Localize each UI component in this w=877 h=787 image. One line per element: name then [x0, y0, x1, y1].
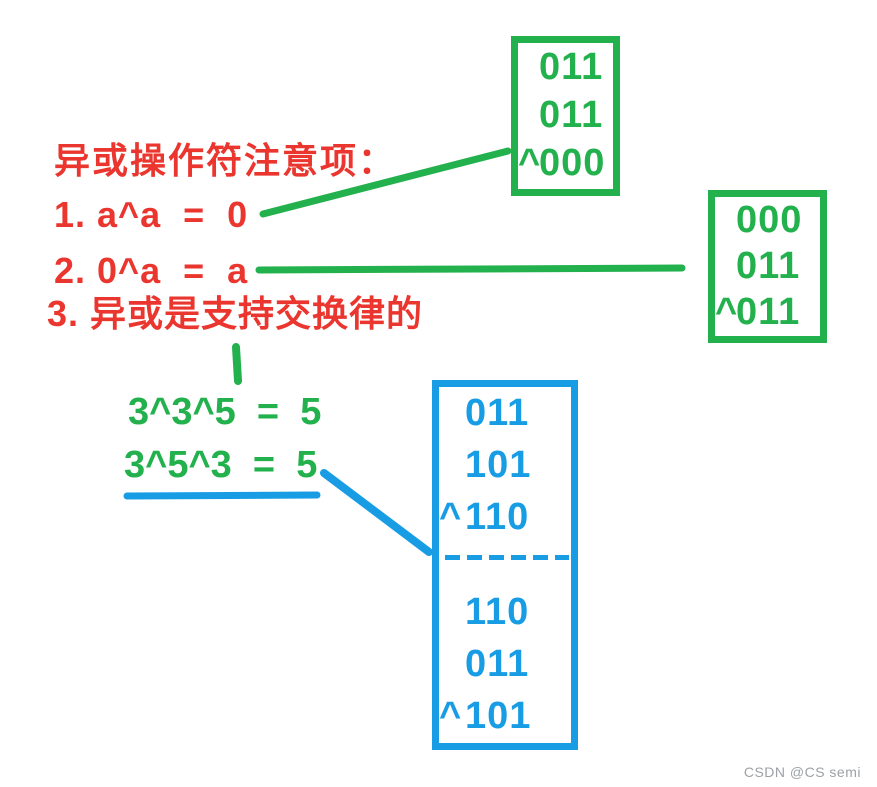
note-item-zero-xor-a: 2. 0^a = a [54, 250, 249, 291]
binary-value: 011 [465, 392, 530, 434]
binary-box-commutative: 011 101 ^ 110 110 011 ^ 101 [432, 380, 578, 750]
binary-row: 011 [439, 387, 571, 439]
binary-value: 000 [539, 142, 606, 184]
binary-row: 000 [715, 197, 820, 243]
binary-row: 101 [439, 439, 571, 491]
binary-box-a-xor-a: 011 011 ^ 000 [511, 36, 620, 196]
binary-row: 110 [439, 586, 571, 638]
binary-value: 011 [539, 94, 604, 136]
binary-row: 011 [439, 638, 571, 690]
binary-value: 101 [465, 444, 532, 486]
connector-line-zero-xor-a [255, 264, 686, 274]
binary-value: 000 [736, 199, 803, 241]
note-item-commutative: 3. 异或是支持交换律的 [47, 293, 424, 334]
binary-value: 011 [465, 643, 530, 685]
binary-value: 110 [465, 591, 530, 633]
binary-value: 011 [539, 46, 604, 88]
watermark: CSDN @CS semi [743, 764, 861, 780]
binary-row: ^ 011 [715, 289, 820, 335]
binary-row: ^ 000 [518, 139, 613, 187]
binary-value: 101 [465, 695, 532, 737]
binary-row: 011 [518, 91, 613, 139]
dashed-divider [445, 555, 569, 560]
binary-value: 110 [465, 496, 530, 538]
connector-line-commutative-box [320, 469, 433, 556]
binary-row: ^ 110 [439, 491, 571, 543]
xor-operator: ^ [439, 496, 462, 538]
equation-3-3-5: 3^3^5 = 5 [128, 391, 322, 433]
binary-value: 011 [736, 291, 801, 333]
note-item-a-xor-a: 1. a^a = 0 [54, 194, 249, 235]
binary-value: 011 [736, 245, 801, 287]
connector-tick-commutative [232, 343, 242, 385]
xor-operator: ^ [715, 291, 738, 333]
binary-row: ^ 101 [439, 690, 571, 742]
equation-3-5-3: 3^5^3 = 5 [124, 444, 318, 486]
equation-underline [123, 491, 321, 500]
notes-title: 异或操作符注意项： [54, 140, 397, 181]
binary-box-zero-xor-a: 000 011 ^ 011 [708, 190, 827, 343]
xor-operator: ^ [439, 695, 462, 737]
binary-row: 011 [518, 43, 613, 91]
xor-operator: ^ [518, 142, 541, 184]
binary-row: 011 [715, 243, 820, 289]
